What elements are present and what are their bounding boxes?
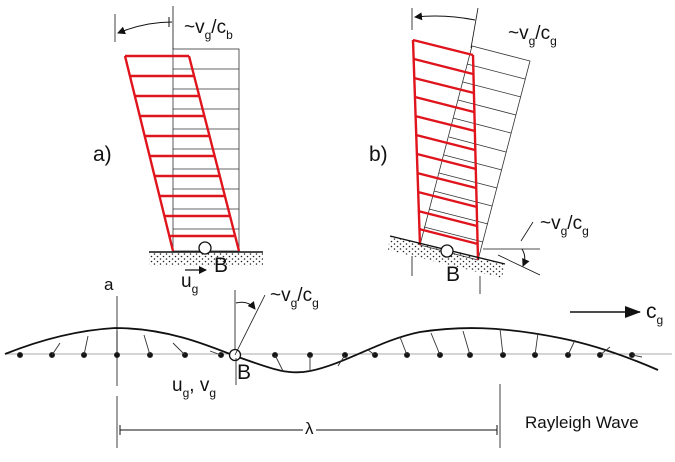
wave-panel bbox=[4, 290, 672, 448]
panel-a-displacement-label: ug bbox=[181, 271, 199, 296]
panel-b-base-point bbox=[440, 244, 454, 258]
panel-b-tilt-label: ~vg/cg bbox=[540, 213, 589, 238]
rayleigh-wave-caption: Rayleigh Wave bbox=[525, 413, 639, 432]
amplitude-label: a bbox=[104, 275, 114, 294]
panel-b-rotation-arrow bbox=[414, 12, 476, 21]
particle-markers bbox=[16, 328, 643, 372]
panel-a bbox=[114, 6, 263, 274]
wave-slope-label: ~vg/cg bbox=[270, 285, 319, 310]
panel-b-label: b) bbox=[369, 143, 388, 166]
wave-curve bbox=[4, 327, 659, 374]
panel-b-base-label: B bbox=[446, 263, 461, 286]
wave-point-label: B bbox=[237, 361, 252, 384]
panel-a-base-label: B bbox=[214, 254, 229, 277]
panel-b-deformed-frame bbox=[411, 38, 480, 261]
panel-a-label: a) bbox=[93, 143, 112, 166]
panel-a-deformed-frame bbox=[123, 54, 241, 252]
panel-a-rotation-label: ~vg/cb bbox=[184, 17, 233, 42]
wave-slope-arc bbox=[235, 301, 256, 310]
panel-a-base-point bbox=[198, 241, 212, 255]
wavelength-label: λ bbox=[303, 419, 316, 438]
panel-a-ground bbox=[149, 252, 263, 266]
panel-b bbox=[388, 7, 541, 294]
propagation-speed-label: cg bbox=[646, 300, 664, 327]
panel-a-original-frame bbox=[172, 48, 240, 252]
panel-a-rotation-arrow bbox=[117, 21, 173, 35]
wave-motion-label: ug, vg bbox=[172, 375, 217, 400]
panel-b-rotation-label: ~vg/cg bbox=[508, 23, 557, 48]
panel-b-tilt-arc bbox=[521, 248, 530, 267]
